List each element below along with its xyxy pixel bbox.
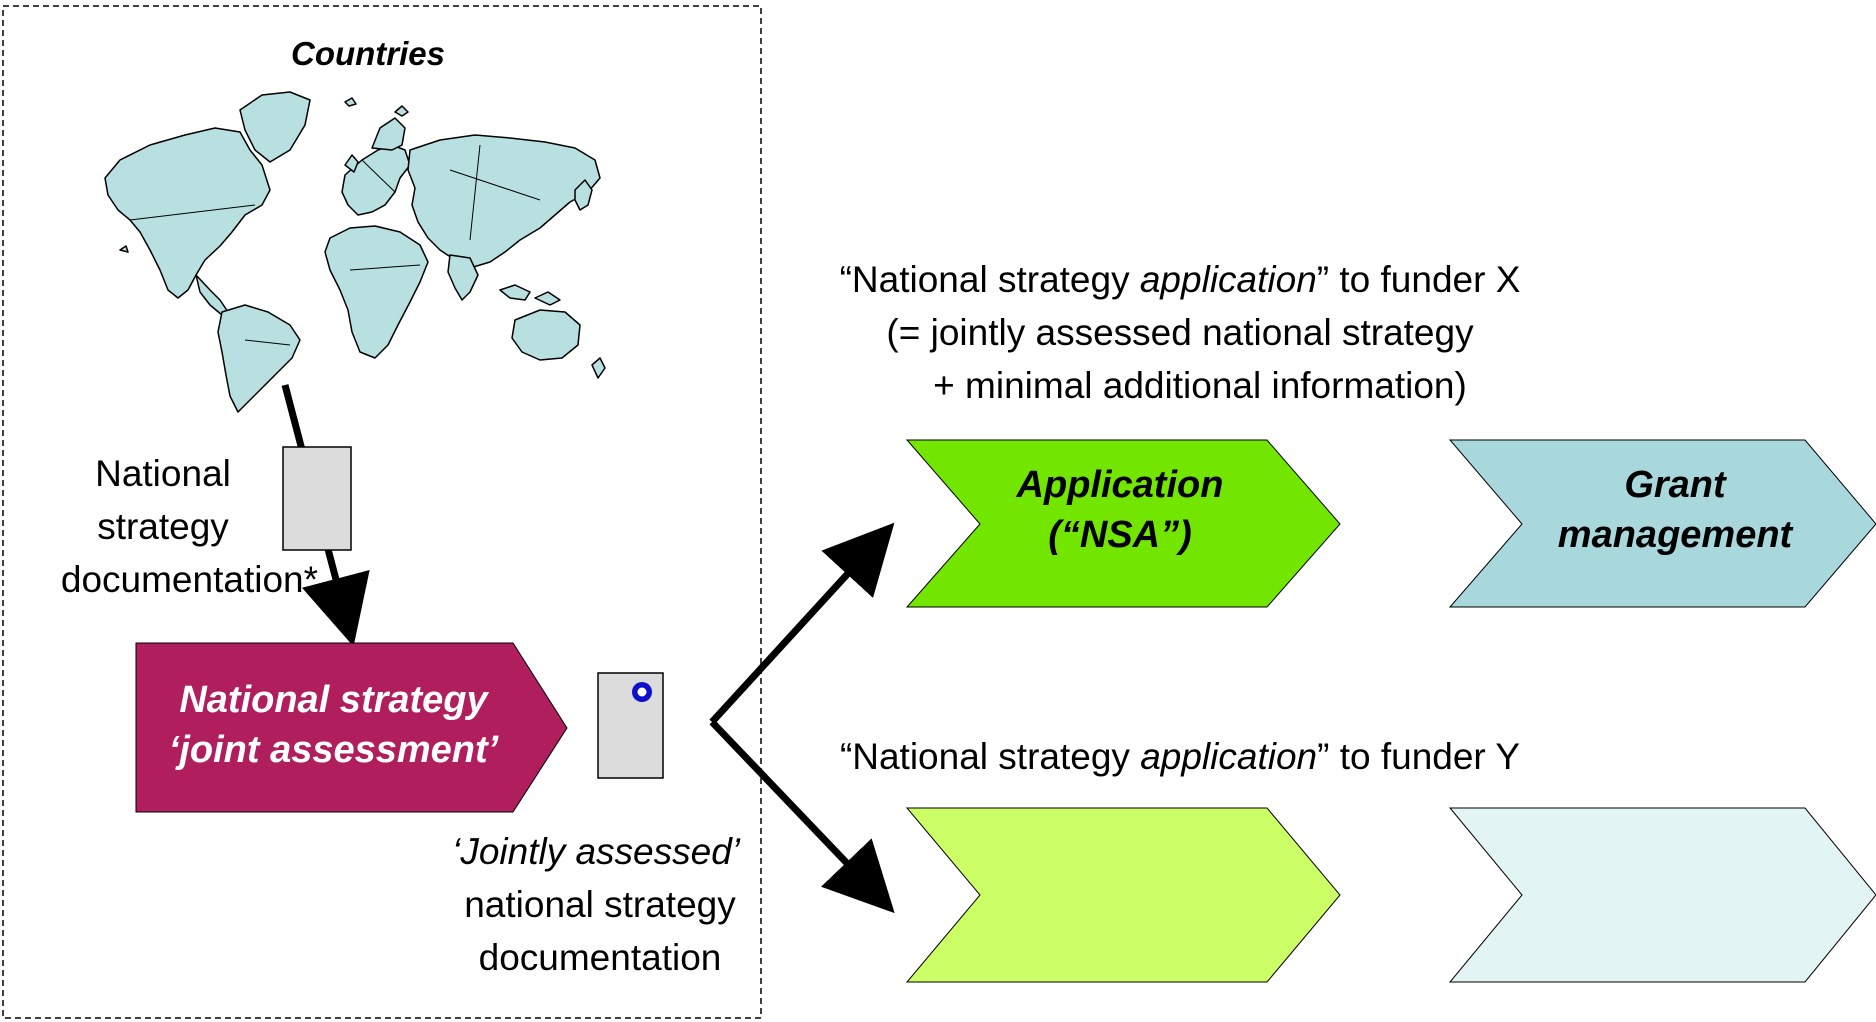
grant-management-x-label: Grant management bbox=[1510, 460, 1840, 560]
application-x-label: Application (“NSA”) bbox=[960, 460, 1280, 560]
application-x-label-line2: (“NSA”) bbox=[1048, 514, 1192, 556]
world-map-icon bbox=[104, 91, 606, 413]
joint-assessment-shape bbox=[135, 642, 568, 813]
application-y-chevron bbox=[905, 807, 1341, 983]
countries-title: Countries bbox=[290, 35, 445, 72]
funder-x-caption-suffix: ” to funder X bbox=[1316, 259, 1521, 300]
joint-assessment-label: National strategy ‘joint assessment’ bbox=[136, 675, 531, 775]
assessed-doc-label: ‘Jointly assessed’ national strategy doc… bbox=[400, 825, 740, 984]
funder-x-caption-line3: + minimal additional information) bbox=[933, 365, 1467, 406]
funder-y-caption-prefix: “National strategy bbox=[839, 736, 1141, 777]
funder-x-caption: “National strategy application” to funde… bbox=[770, 253, 1590, 412]
grant-management-x-label-line1: Grant bbox=[1624, 464, 1726, 506]
application-x-chevron bbox=[905, 439, 1341, 608]
application-x-label-line1: Application bbox=[1016, 464, 1224, 506]
funder-y-caption-italic: application bbox=[1140, 736, 1318, 777]
documentation-label-line2: strategy bbox=[97, 506, 229, 547]
documentation-label-line1: National bbox=[95, 453, 231, 494]
arrow-to-funder-x bbox=[709, 522, 895, 725]
documentation-label: National strategy documentation* bbox=[8, 447, 318, 606]
arrow-to-funder-y bbox=[709, 719, 895, 914]
funder-y-caption-line1: “National strategy application” to funde… bbox=[770, 730, 1590, 783]
grant-management-x-label-line2: management bbox=[1557, 514, 1793, 556]
grant-management-y-chevron bbox=[1448, 807, 1876, 983]
funder-x-caption-line1: “National strategy application” to funde… bbox=[770, 253, 1590, 306]
funder-y-caption-suffix: ” to funder Y bbox=[1317, 736, 1521, 777]
funder-x-caption-line2: (= jointly assessed national strategy bbox=[886, 312, 1474, 353]
assessed-doc-label-line3: documentation bbox=[478, 937, 722, 978]
joint-assessment-label-line2: ‘joint assessment’ bbox=[168, 729, 499, 771]
funder-x-caption-italic: application bbox=[1139, 259, 1317, 300]
document-with-seal-icon bbox=[597, 672, 664, 779]
joint-assessment-label-line1: National strategy bbox=[179, 679, 488, 721]
funder-x-caption-prefix: “National strategy bbox=[839, 259, 1140, 300]
funder-y-caption: “National strategy application” to funde… bbox=[770, 730, 1590, 783]
seal-marker-center bbox=[637, 687, 647, 697]
documentation-label-line3: documentation* bbox=[60, 559, 318, 600]
assessed-doc-label-line1: ‘Jointly assessed’ bbox=[452, 831, 740, 872]
countries-region-border bbox=[2, 5, 762, 1019]
document-icon bbox=[282, 446, 352, 551]
grant-management-x-chevron bbox=[1448, 439, 1876, 608]
assessed-doc-label-line2: national strategy bbox=[464, 884, 736, 925]
